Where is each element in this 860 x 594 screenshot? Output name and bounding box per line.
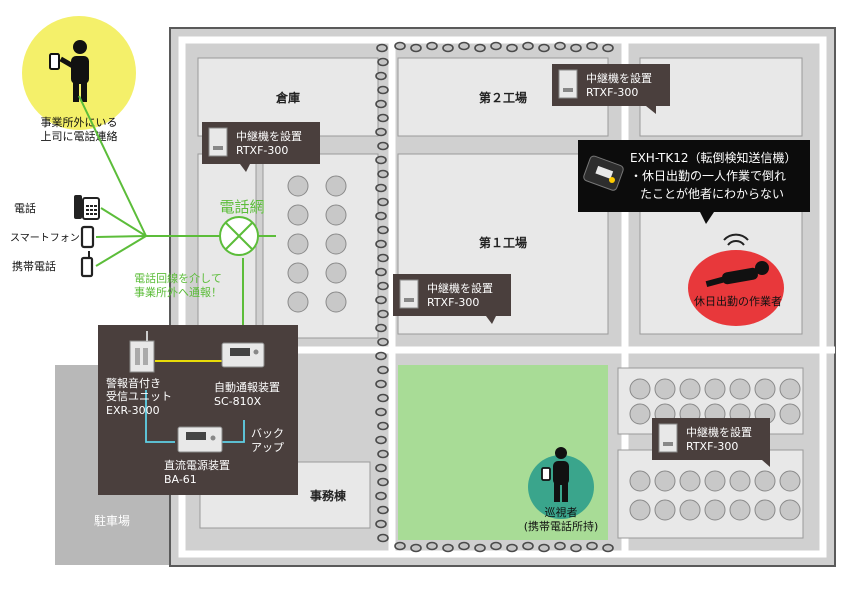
repeater-3-line1: 中継機を設置 — [427, 281, 493, 295]
auto-dialer-icon — [221, 342, 265, 368]
backup-line2: アップ — [251, 441, 284, 454]
warehouse-label: 倉庫 — [275, 90, 300, 105]
repeater-3-line2: RTXF-300 — [427, 296, 479, 309]
office-label: 事務棟 — [310, 488, 347, 503]
dialer-line1: 自動通報装置 — [214, 380, 280, 394]
supervisor-line1: 事業所外にいる — [41, 116, 118, 129]
power-supply-icon — [177, 426, 223, 453]
repeater-2-line2: RTXF-300 — [586, 86, 638, 99]
network-label: 電話網 — [219, 198, 264, 216]
repeater-callout: 中継機を設置 RTXF-300 — [202, 122, 320, 172]
repeater-4-line1: 中継機を設置 — [686, 425, 752, 439]
repeater-callout: 中継機を設置 RTXF-300 — [552, 64, 670, 114]
supervisor-line2: 上司に電話連絡 — [41, 129, 118, 143]
repeater-2-line1: 中継機を設置 — [586, 71, 652, 85]
power-line2: BA-61 — [164, 473, 197, 486]
patrol-person-icon — [553, 447, 569, 502]
power-line1: 直流電源装置 — [164, 458, 230, 472]
warehouse-storage — [262, 153, 379, 339]
transmitter-device-icon — [583, 155, 624, 191]
patrol-line2: (携帯電話所持) — [524, 519, 599, 533]
fallen-worker-icon — [705, 261, 769, 288]
repeater-callout: 中継機を設置 RTXF-300 — [652, 418, 770, 467]
landline-label: 電話 — [14, 201, 36, 215]
receiver-line1: 警報音付き — [106, 376, 161, 390]
site-road — [178, 36, 827, 558]
notice-line2: 事業所外へ通報！ — [134, 286, 222, 299]
worker-label: 休日出勤の作業者 — [694, 294, 782, 308]
backup-line1: バック — [251, 427, 284, 440]
repeater-1-line1: 中継機を設置 — [236, 129, 302, 143]
power-line-right — [222, 420, 245, 443]
smartphone-label: スマートフォン — [10, 233, 80, 244]
power-line-left — [145, 390, 175, 443]
mobile-label: 携帯電話 — [12, 259, 56, 273]
tank-grid-left — [287, 175, 347, 313]
notice-line1: 電話回線を介して — [134, 271, 222, 285]
landline-icon — [74, 195, 100, 220]
transmitter-line3: たことが他者にわからない — [640, 186, 784, 201]
repeater-callout: 中継機を設置 RTXF-300 — [393, 274, 511, 324]
factory2-label: 第２工場 — [479, 90, 527, 105]
supervisor-person-icon — [59, 40, 89, 102]
tank-yard-lower — [617, 449, 804, 539]
worker-alert-circle — [688, 250, 784, 326]
mobile-icon — [80, 251, 94, 278]
parking-label: 駐車場 — [94, 513, 130, 528]
network-cross-b — [225, 222, 253, 250]
receiver-unit-icon — [129, 331, 155, 373]
receiver-line3: EXR-3000 — [106, 404, 160, 417]
smartphone-icon — [80, 225, 95, 249]
receiver-line2: 受信ユニット — [106, 390, 172, 403]
signal-waves-icon — [723, 233, 749, 246]
repeater-4-line2: RTXF-300 — [686, 440, 738, 453]
patrol-line1: 巡視者 — [545, 505, 578, 519]
supervisor-phone-icon — [49, 53, 60, 70]
transmitter-line2: ・休日出勤の一人作業で倒れ — [630, 169, 786, 183]
stone-path — [375, 41, 614, 553]
repeater-1-line2: RTXF-300 — [236, 144, 288, 157]
transmitter-callout-tail — [700, 212, 714, 224]
factory1-label: 第１工場 — [479, 235, 527, 250]
transmitter-line1: EXH-TK12（転倒検知送信機） — [630, 150, 797, 165]
patrol-phone-icon — [541, 467, 551, 481]
dialer-line2: SC-810X — [214, 395, 262, 408]
